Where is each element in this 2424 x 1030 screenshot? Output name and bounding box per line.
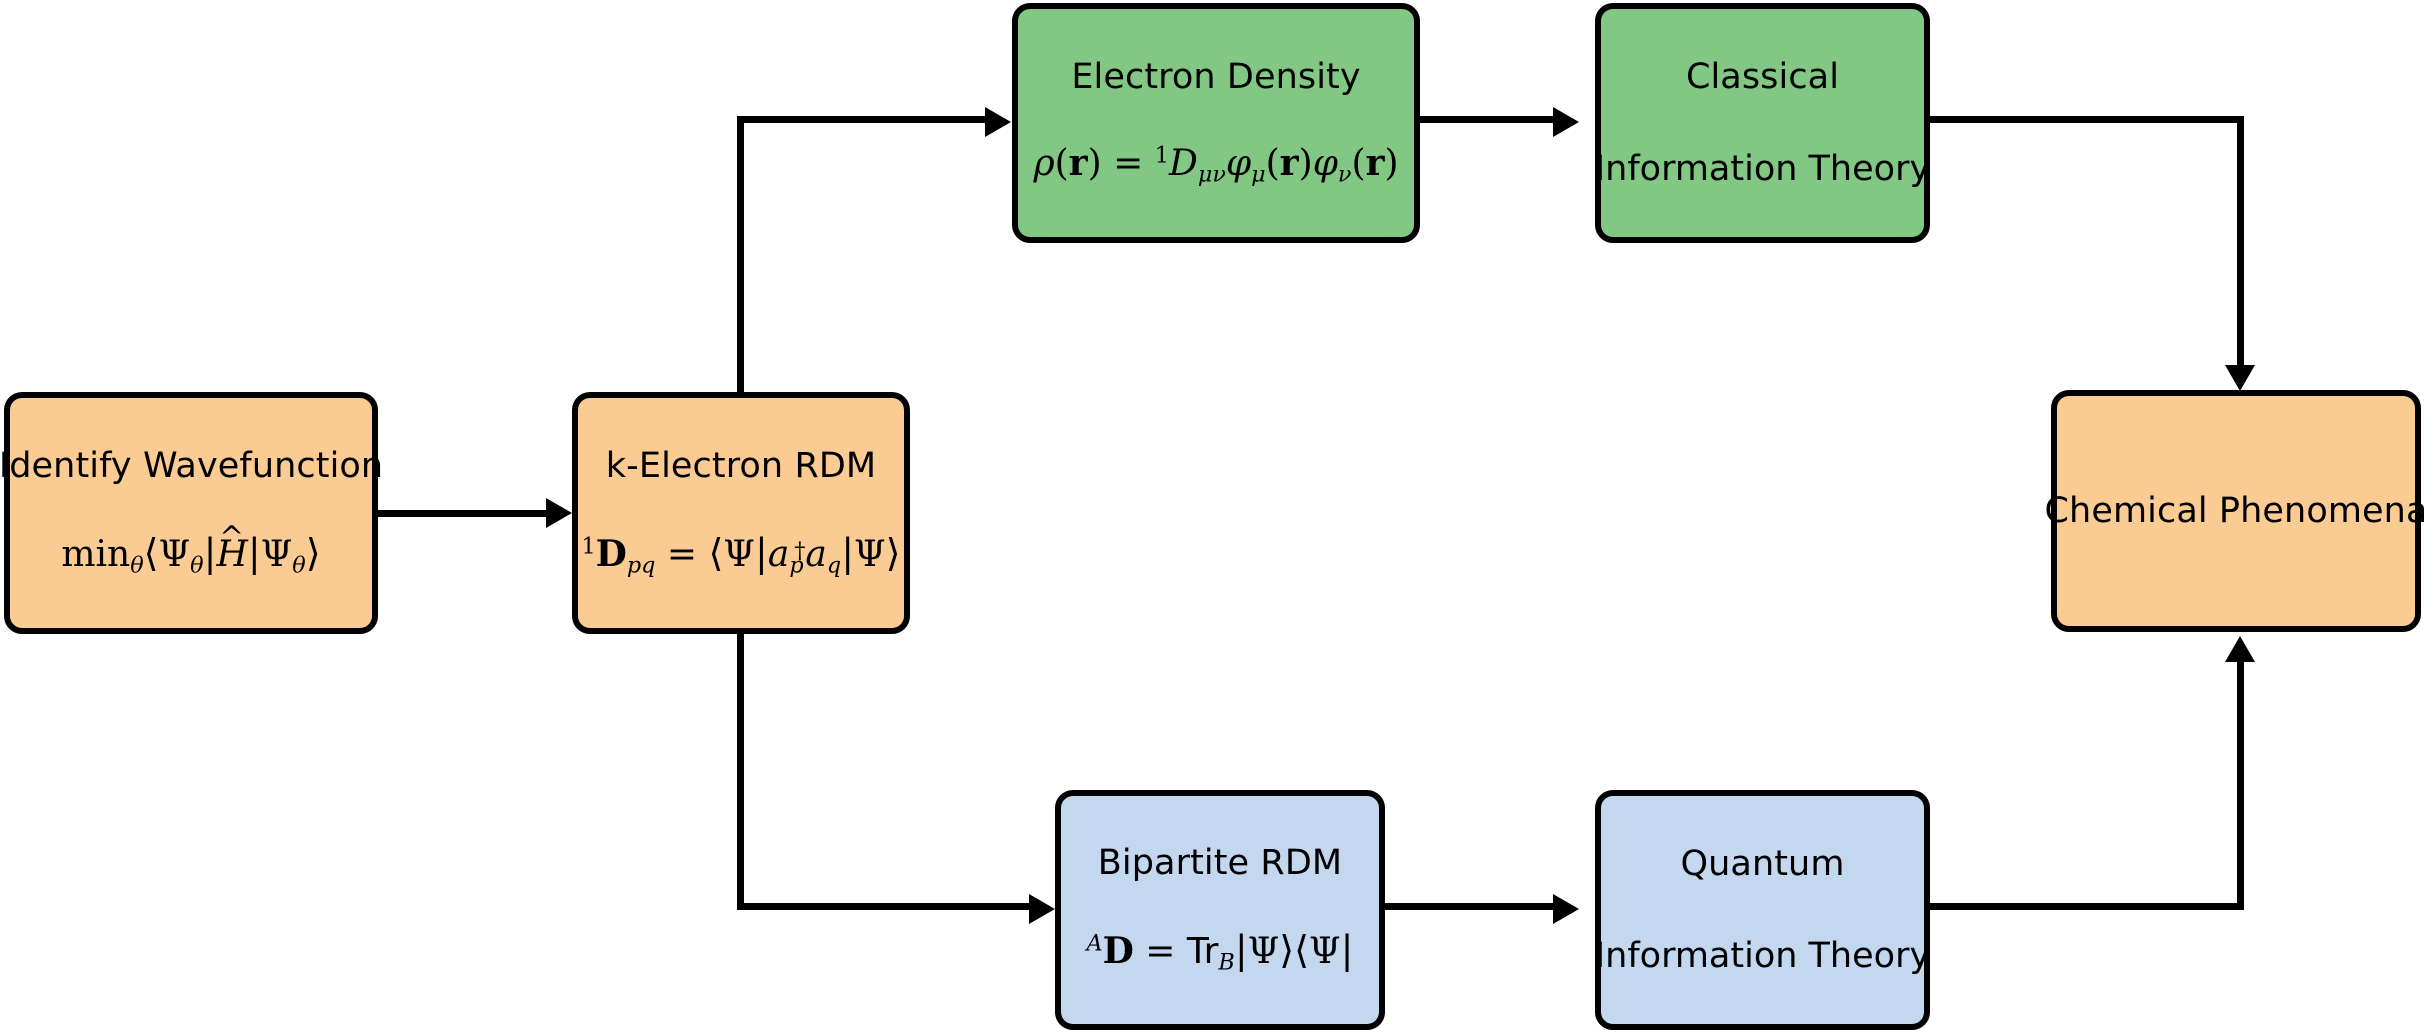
edge-quantum-to-phenomena-vertical xyxy=(2237,662,2244,910)
arrowhead-bipartite-to-quantum xyxy=(1553,894,1579,924)
edge-rdm-to-bipartite-vertical xyxy=(737,630,744,910)
node-k-electron-rdm-title: k-Electron RDM xyxy=(605,446,877,487)
node-electron-density-title: Electron Density xyxy=(1071,57,1361,98)
node-classical-information-theory-subtitle: Information Theory xyxy=(1594,149,1931,190)
edge-rdm-to-bipartite-horizontal xyxy=(737,903,1029,910)
node-bipartite-rdm[interactable]: Bipartite RDM AD = TrB|Ψ⟩⟨Ψ| xyxy=(1055,790,1385,1030)
edge-classical-to-phenomena-vertical xyxy=(2237,116,2244,365)
arrowhead-wavefunction-to-rdm xyxy=(546,498,572,528)
node-k-electron-rdm[interactable]: k-Electron RDM 1Dpq = ⟨Ψ|ap†aq|Ψ⟩ xyxy=(572,392,910,634)
edge-rdm-to-density-horizontal xyxy=(737,116,985,123)
node-bipartite-rdm-title: Bipartite RDM xyxy=(1097,843,1343,884)
node-electron-density[interactable]: Electron Density ρ(r) = 1Dμνφμ(r)φν(r) xyxy=(1012,3,1420,243)
node-chemical-phenomena-title: Chemical Phenomena xyxy=(2044,490,2424,531)
node-identify-wavefunction-title: Identify Wavefunction xyxy=(0,446,384,487)
node-identify-wavefunction[interactable]: Identify Wavefunction minθ⟨Ψθ|^H|Ψθ⟩ xyxy=(0,392,383,634)
arrowhead-density-to-classical xyxy=(1553,107,1579,137)
edge-rdm-to-density-vertical xyxy=(737,116,744,399)
node-classical-information-theory[interactable]: Classical Information Theory xyxy=(1595,3,1930,243)
arrowhead-classical-to-phenomena xyxy=(2225,365,2255,391)
node-chemical-phenomena[interactable]: Chemical Phenomena xyxy=(2045,390,2424,632)
node-electron-density-formula: ρ(r) = 1Dμνφμ(r)φν(r) xyxy=(1033,142,1399,189)
arrowhead-quantum-to-phenomena xyxy=(2225,636,2255,662)
node-identify-wavefunction-formula: minθ⟨Ψθ|^H|Ψθ⟩ xyxy=(61,519,321,580)
arrowhead-rdm-to-density xyxy=(985,107,1011,137)
node-quantum-information-theory[interactable]: Quantum Information Theory xyxy=(1595,790,1930,1030)
node-quantum-information-theory-subtitle: Information Theory xyxy=(1594,936,1931,977)
node-k-electron-rdm-formula: 1Dpq = ⟨Ψ|ap†aq|Ψ⟩ xyxy=(581,531,901,580)
node-bipartite-rdm-formula: AD = TrB|Ψ⟩⟨Ψ| xyxy=(1086,928,1354,977)
node-quantum-information-theory-title: Quantum xyxy=(1680,843,1845,884)
edge-quantum-to-phenomena-horizontal xyxy=(1930,903,2244,910)
arrowhead-rdm-to-bipartite xyxy=(1029,894,1055,924)
edge-classical-to-phenomena-horizontal xyxy=(1930,116,2244,123)
edge-bipartite-to-quantum xyxy=(1385,903,1553,910)
edge-density-to-classical xyxy=(1420,116,1553,123)
edge-wavefunction-to-rdm xyxy=(378,510,546,517)
node-classical-information-theory-title: Classical xyxy=(1685,56,1840,97)
